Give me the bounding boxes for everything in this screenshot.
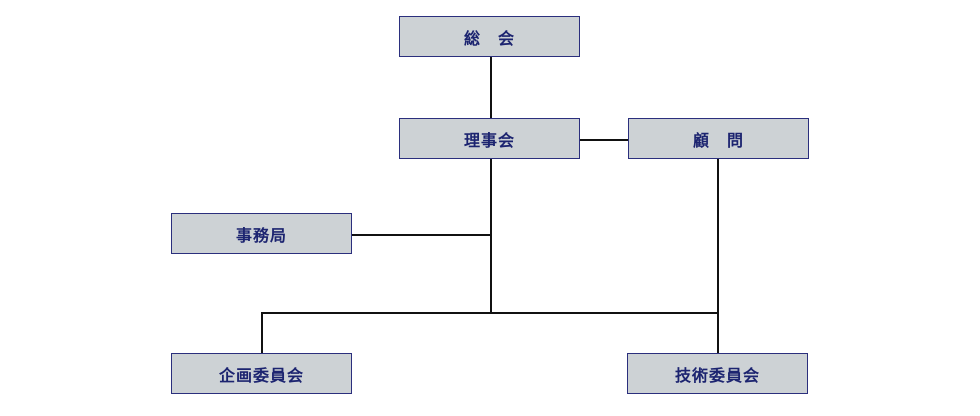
- advisor-label: 顧 問: [692, 130, 744, 150]
- general-assembly-label: 総 会: [463, 28, 515, 48]
- board-of-directors-box: 理事会: [399, 118, 580, 159]
- general-assembly-box: 総 会: [399, 16, 580, 57]
- secretariat-box: 事務局: [171, 213, 352, 254]
- connector-advisor-trunk: [717, 159, 719, 354]
- advisor-box: 顧 問: [628, 118, 809, 159]
- connector-board-advisor: [580, 139, 629, 141]
- secretariat-label: 事務局: [235, 225, 287, 245]
- connector-planning-committee: [261, 312, 263, 354]
- technical-committee-label: 技術委員会: [674, 365, 760, 385]
- connector-assembly-board: [490, 57, 492, 119]
- connector-board-trunk: [490, 159, 492, 314]
- board-of-directors-label: 理事会: [463, 130, 515, 150]
- connector-committees-horizontal: [261, 312, 719, 314]
- planning-committee-label: 企画委員会: [218, 365, 304, 385]
- connector-secretariat-branch: [352, 234, 491, 236]
- technical-committee-box: 技術委員会: [627, 353, 808, 394]
- planning-committee-box: 企画委員会: [171, 353, 352, 394]
